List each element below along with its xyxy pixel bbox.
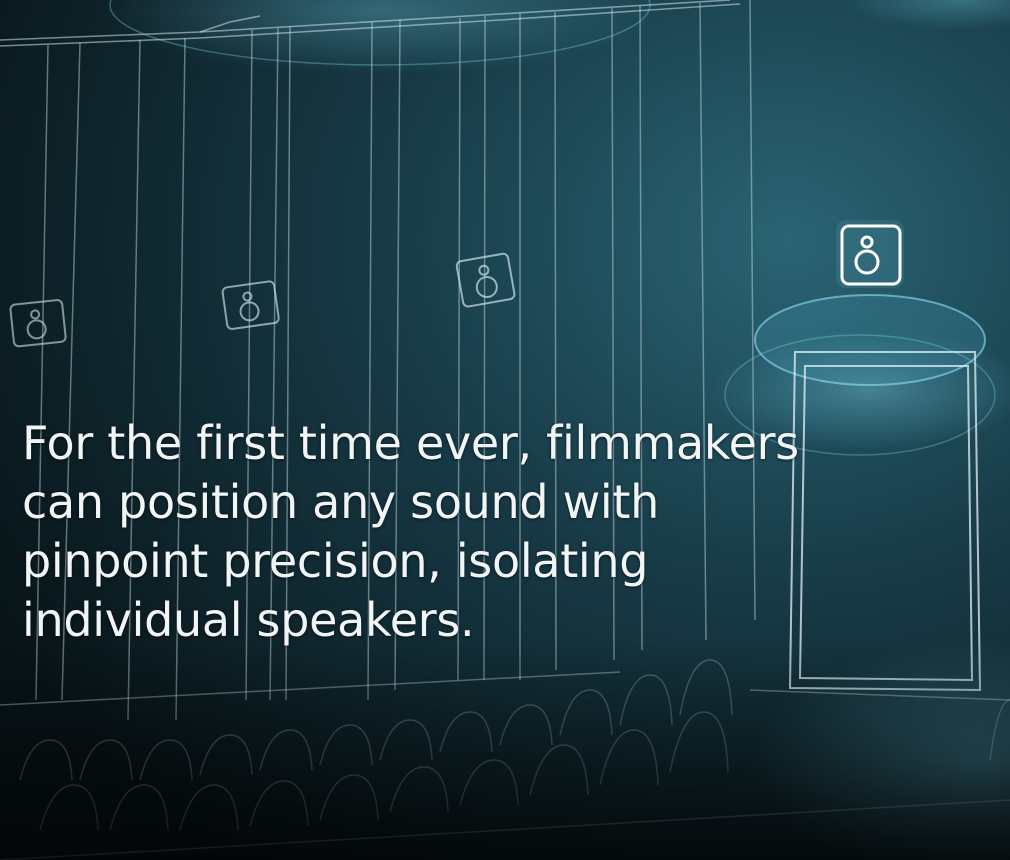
speaker-icon (9, 299, 67, 348)
caption-line-2: can position any sound with (22, 474, 660, 529)
speaker-icon (455, 252, 516, 308)
caption-line-3: pinpoint precision, isolating (22, 533, 649, 588)
floor-shade (0, 640, 1010, 860)
wall-wireframe-lines (35, 0, 756, 721)
door-sound-ring (754, 294, 986, 386)
door-sound-ring-lower (724, 334, 996, 456)
caption-line-4: individual speakers. (22, 592, 475, 647)
caption-line-1: For the first time ever, filmmakers (22, 416, 799, 470)
speaker-icon (221, 280, 280, 330)
ceiling-wireframe (0, 0, 741, 47)
door-sound-glow-outer (710, 330, 1010, 450)
corner-sound-glow (840, 0, 1010, 30)
caption-text: For the first time ever, filmmakers can … (22, 414, 992, 650)
speaker-right-wall (836, 220, 904, 288)
